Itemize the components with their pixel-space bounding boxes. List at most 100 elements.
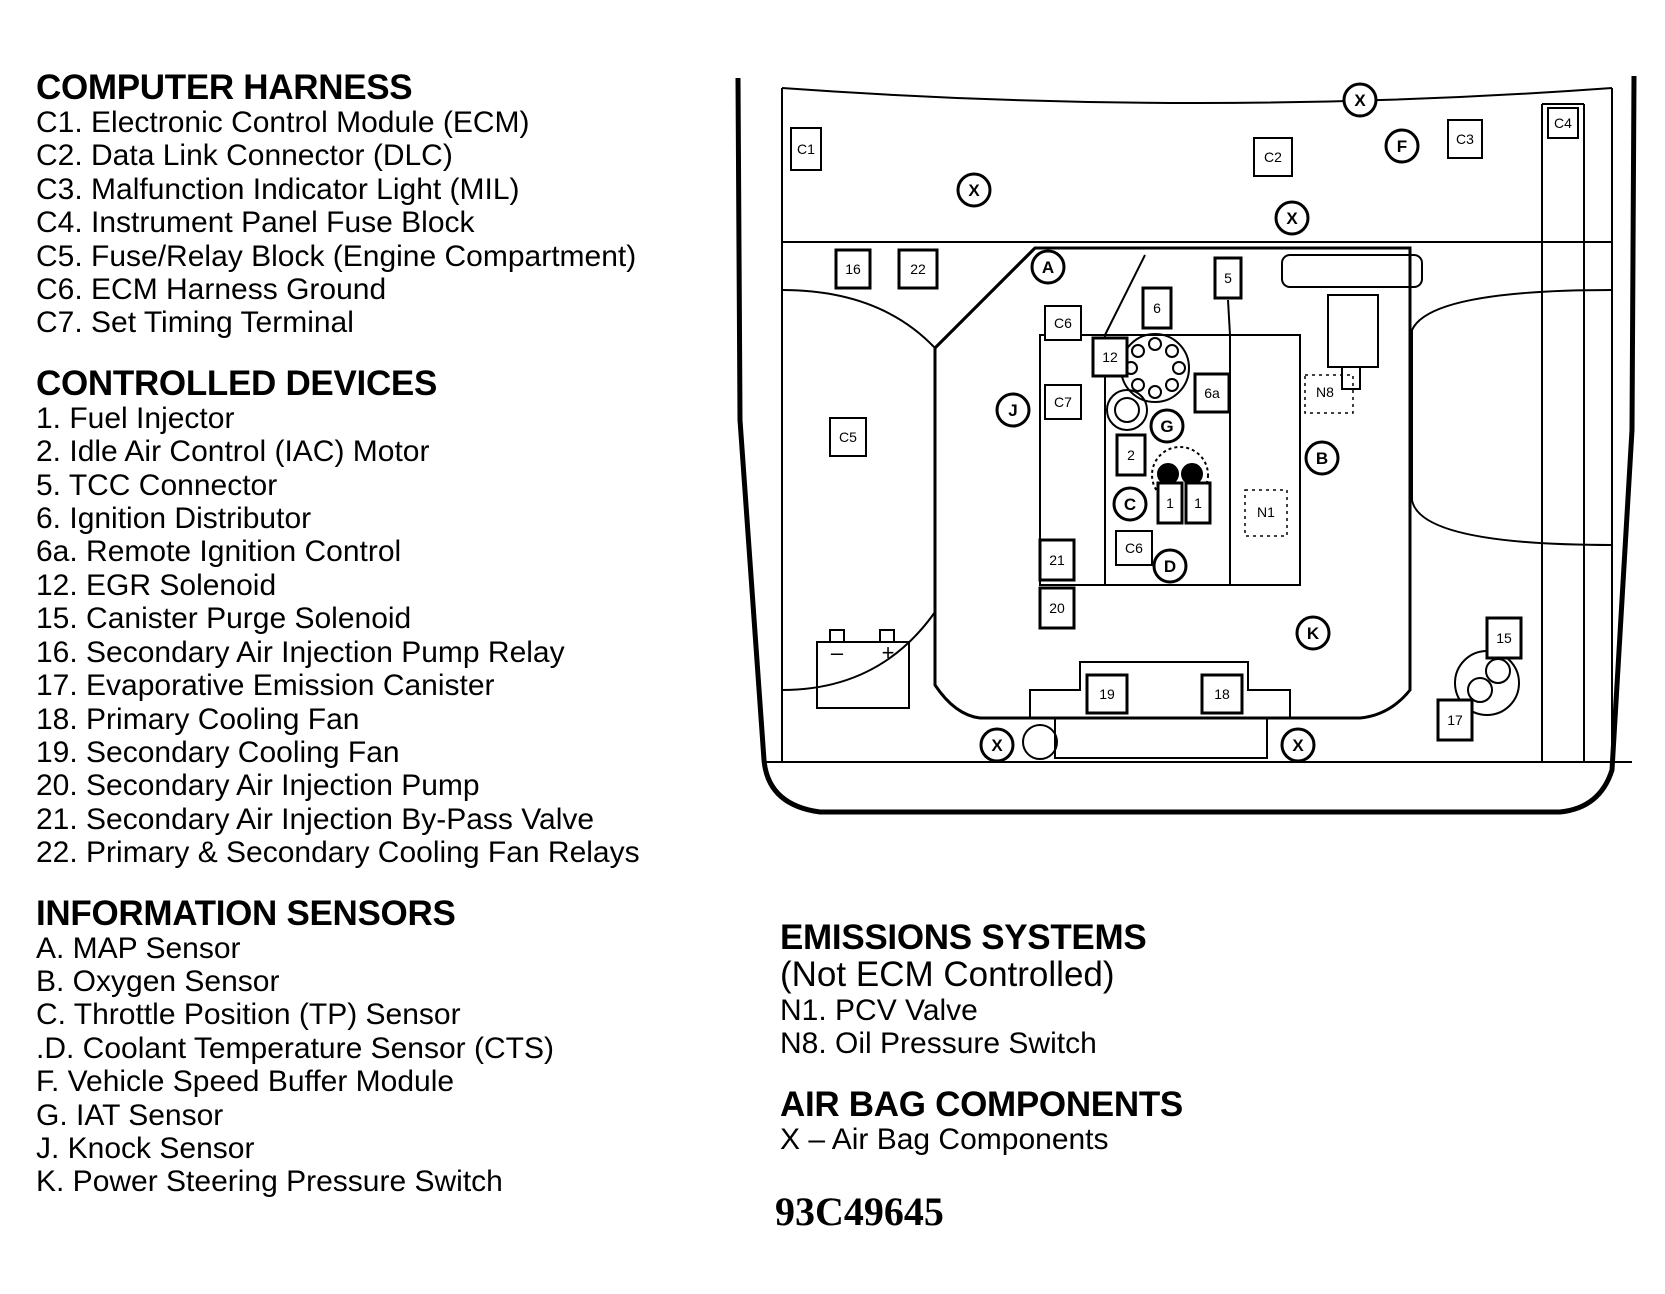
- diagram-box-text: C2: [1264, 149, 1282, 165]
- diagram-box-text: 6a: [1204, 385, 1220, 401]
- legend-item: C4. Instrument Panel Fuse Block: [36, 206, 475, 240]
- diagram-box-text: 2: [1127, 447, 1135, 463]
- legend-item: 21. Secondary Air Injection By-Pass Valv…: [36, 802, 595, 836]
- diagram-circle-text: X: [1286, 209, 1298, 228]
- diagram-circle-label: C: [1112, 486, 1148, 522]
- legend-item: C2. Data Link Connector (DLC): [36, 139, 453, 173]
- diagram-box-label: 16: [834, 248, 872, 290]
- legend-item: N1. PCV Valve: [780, 994, 978, 1027]
- diagram-box-label: C4: [1547, 107, 1579, 139]
- diagram-box-label: 18: [1200, 673, 1244, 715]
- right-legend: EMISSIONS SYSTEMS(Not ECM Controlled)N1.…: [780, 920, 1380, 1182]
- diagram-box-text: 19: [1099, 686, 1115, 702]
- diagram-box-text: 15: [1496, 630, 1512, 646]
- diagram-box-label: 19: [1085, 673, 1129, 715]
- diagram-circle-label: X: [979, 727, 1015, 763]
- diagram-box-text: 1: [1194, 495, 1202, 511]
- diagram-circle-label: J: [995, 392, 1031, 428]
- diagram-circle-label: G: [1149, 408, 1185, 444]
- diagram-box-label: 12: [1091, 336, 1129, 378]
- diagram-box-text: C5: [839, 429, 857, 445]
- legend-item: N8. Oil Pressure Switch: [780, 1027, 1097, 1061]
- diagram-box-label: 6: [1141, 286, 1173, 330]
- legend-item: 16. Secondary Air Injection Pump Relay: [36, 635, 565, 669]
- legend-item: 15. Canister Purge Solenoid: [36, 602, 412, 636]
- diagram-box-text: 22: [910, 261, 926, 277]
- diagram-box-text: 17: [1447, 712, 1463, 728]
- diagram-box-label: C3: [1447, 119, 1483, 159]
- legend-item: C3. Malfunction Indicator Light (MIL): [36, 172, 520, 206]
- diagram-box-label: 22: [897, 248, 939, 290]
- diagram-box-text: 21: [1049, 552, 1065, 568]
- diagram-box-text: 1: [1166, 495, 1174, 511]
- diagram-box-text: 12: [1102, 349, 1118, 365]
- diagram-circle-label: X: [956, 172, 992, 208]
- diagram-circle-text: X: [968, 181, 980, 200]
- legend-section: EMISSIONS SYSTEMS(Not ECM Controlled)N1.…: [780, 920, 1380, 1061]
- document-id: 93C49645: [775, 1189, 944, 1234]
- diagram-circle-text: A: [1042, 258, 1054, 277]
- diagram-circle-text: D: [1164, 557, 1176, 576]
- legend-item: 18. Primary Cooling Fan: [36, 702, 360, 736]
- battery: [816, 641, 910, 709]
- legend-item: C5. Fuse/Relay Block (Engine Compartment…: [36, 239, 637, 273]
- diagram-box-label: 15: [1485, 616, 1523, 660]
- legend-item: .D. Coolant Temperature Sensor (CTS): [36, 1031, 554, 1065]
- body-outline: [735, 75, 1637, 815]
- diagram-box-text: C1: [797, 141, 815, 157]
- battery-positive-sign: +: [882, 640, 895, 665]
- legend-item: 2. Idle Air Control (IAC) Motor: [36, 435, 430, 469]
- diagram-circle-label: X: [1274, 200, 1310, 236]
- diagram-circle-text: F: [1397, 137, 1407, 156]
- legend-item: 1. Fuel Injector: [36, 401, 235, 435]
- diagram-box-text: 20: [1049, 600, 1065, 616]
- diagram-box-label: C6: [1044, 305, 1082, 341]
- diagram-box-text: 5: [1224, 270, 1232, 286]
- diagram-box-text: 6: [1153, 300, 1161, 316]
- legend-item: 12. EGR Solenoid: [36, 568, 277, 602]
- diagram-box-text: N1: [1257, 504, 1275, 520]
- diagram-circle-label: F: [1384, 128, 1420, 164]
- legend-section-title: COMPUTER HARNESS: [36, 68, 413, 107]
- diagram-circle-text: C: [1124, 495, 1136, 514]
- legend-item: C7. Set Timing Terminal: [36, 306, 354, 340]
- diagram-box-label: C7: [1044, 384, 1082, 420]
- diagram-box-text: C6: [1125, 540, 1143, 556]
- legend-item: A. MAP Sensor: [36, 931, 241, 965]
- diagram-circle-label: D: [1152, 548, 1188, 584]
- diagram-box-label: N8: [1316, 384, 1334, 400]
- diagram-box-text: C7: [1054, 394, 1072, 410]
- diagram-box-label: 20: [1038, 586, 1076, 630]
- firewall-top-curve: [781, 87, 1613, 104]
- diagram-circle-label: K: [1295, 615, 1331, 651]
- diagram-box-text: N8: [1316, 384, 1334, 400]
- diagram-box-text: C6: [1054, 315, 1072, 331]
- diagram-box-label: 17: [1436, 698, 1474, 742]
- legend-item: 19. Secondary Cooling Fan: [36, 735, 400, 769]
- diagram-circle-text: X: [1354, 91, 1366, 110]
- diagram-circle-text: B: [1316, 449, 1328, 468]
- diagram-box-label: C2: [1253, 137, 1293, 177]
- legend-item: C6. ECM Harness Ground: [36, 273, 387, 307]
- diagram-box-label: 6a: [1193, 372, 1231, 414]
- diagram-box-text: C3: [1456, 131, 1474, 147]
- diagram-box-label: C5: [829, 417, 867, 457]
- legend-section-subtitle: (Not ECM Controlled): [780, 955, 1115, 994]
- legend-item: X – Air Bag Components: [780, 1122, 1109, 1156]
- legend-item: K. Power Steering Pressure Switch: [36, 1165, 503, 1199]
- legend-item: B. Oxygen Sensor: [36, 964, 280, 998]
- diagram-circle-label: X: [1280, 727, 1316, 763]
- diagram-circle-text: K: [1307, 624, 1320, 643]
- diagram-box-label: 2: [1115, 433, 1147, 477]
- legend-item: 20. Secondary Air Injection Pump: [36, 769, 480, 803]
- legend-item: C. Throttle Position (TP) Sensor: [36, 998, 461, 1032]
- legend-item: 17. Evaporative Emission Canister: [36, 669, 495, 703]
- diagram-circle-text: J: [1008, 401, 1017, 420]
- diagram-box-label: N1: [1257, 504, 1275, 520]
- diagram-circle-label: A: [1030, 249, 1066, 285]
